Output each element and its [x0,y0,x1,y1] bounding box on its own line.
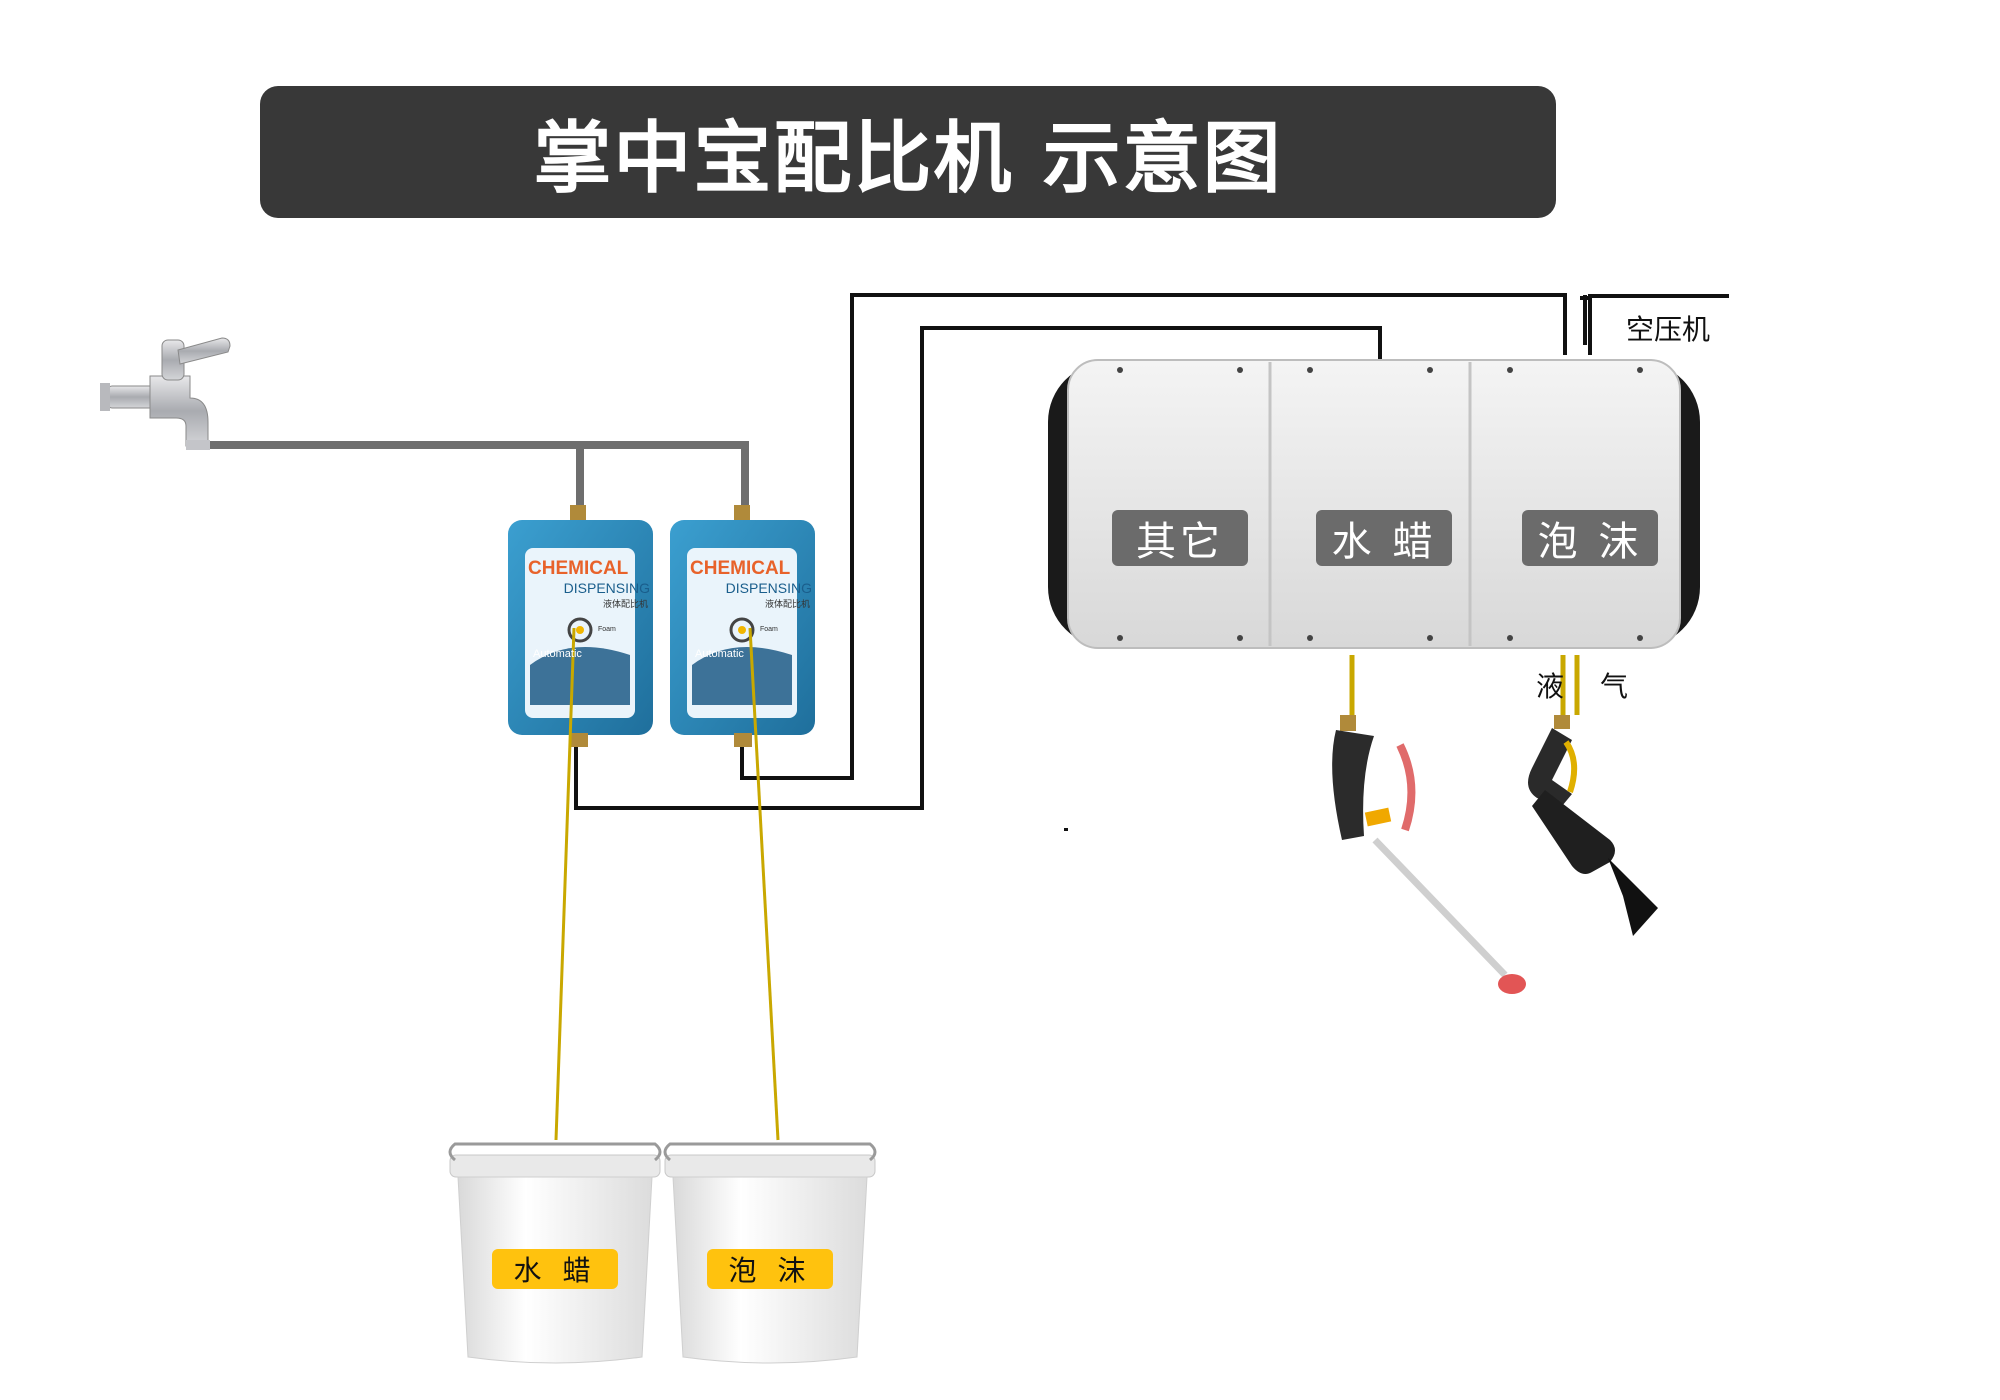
air-compressor-label: 空压机 [1626,313,1711,346]
dispenser-1-brand: CHEMICAL [528,558,629,579]
cabinet-label-foam: 泡 沫 [1522,510,1658,566]
dispenser-2-mode: Automatic [695,648,744,660]
diagram-title: 掌中宝配比机 示意图 [533,114,1283,204]
foam-gun-icon [1528,715,1658,936]
dispenser-1-mode: Automatic [533,648,582,660]
dispenser-1-subtitle: DISPENSING [563,580,650,596]
bucket-2-label: 泡 沫 [707,1249,833,1289]
dispenser-2-knob: Foam [760,626,778,633]
bucket-1-label: 水 蜡 [492,1249,618,1289]
dispensing-cabinet [1048,359,1700,649]
water-supply-pipe [205,441,749,510]
cabinet-label-wax: 水 蜡 [1316,510,1452,566]
dispenser-2-subtitle: DISPENSING [725,580,812,596]
liquid-label: 液 [1536,670,1565,703]
chemical-suction-lines [554,627,780,1141]
air-compressor-line [1588,294,1729,355]
cabinet-output-hoses [1349,655,1580,715]
spray-lance-icon [1332,715,1526,994]
dispenser-2-brand: CHEMICAL [690,558,791,579]
dispenser-1 [508,505,653,747]
dispenser-1-knob: Foam [598,626,616,633]
dispenser-1-cn: 液体配比机 [602,599,648,609]
cabinet-label-other: 其它 [1112,510,1248,566]
faucet-icon [100,337,231,450]
title-banner: 掌中宝配比机 示意图 [260,86,1556,218]
dispenser-2 [670,505,815,747]
air-label: 气 [1600,670,1629,703]
dispenser-2-cn: 液体配比机 [764,599,810,609]
stray-dot [1064,828,1068,831]
